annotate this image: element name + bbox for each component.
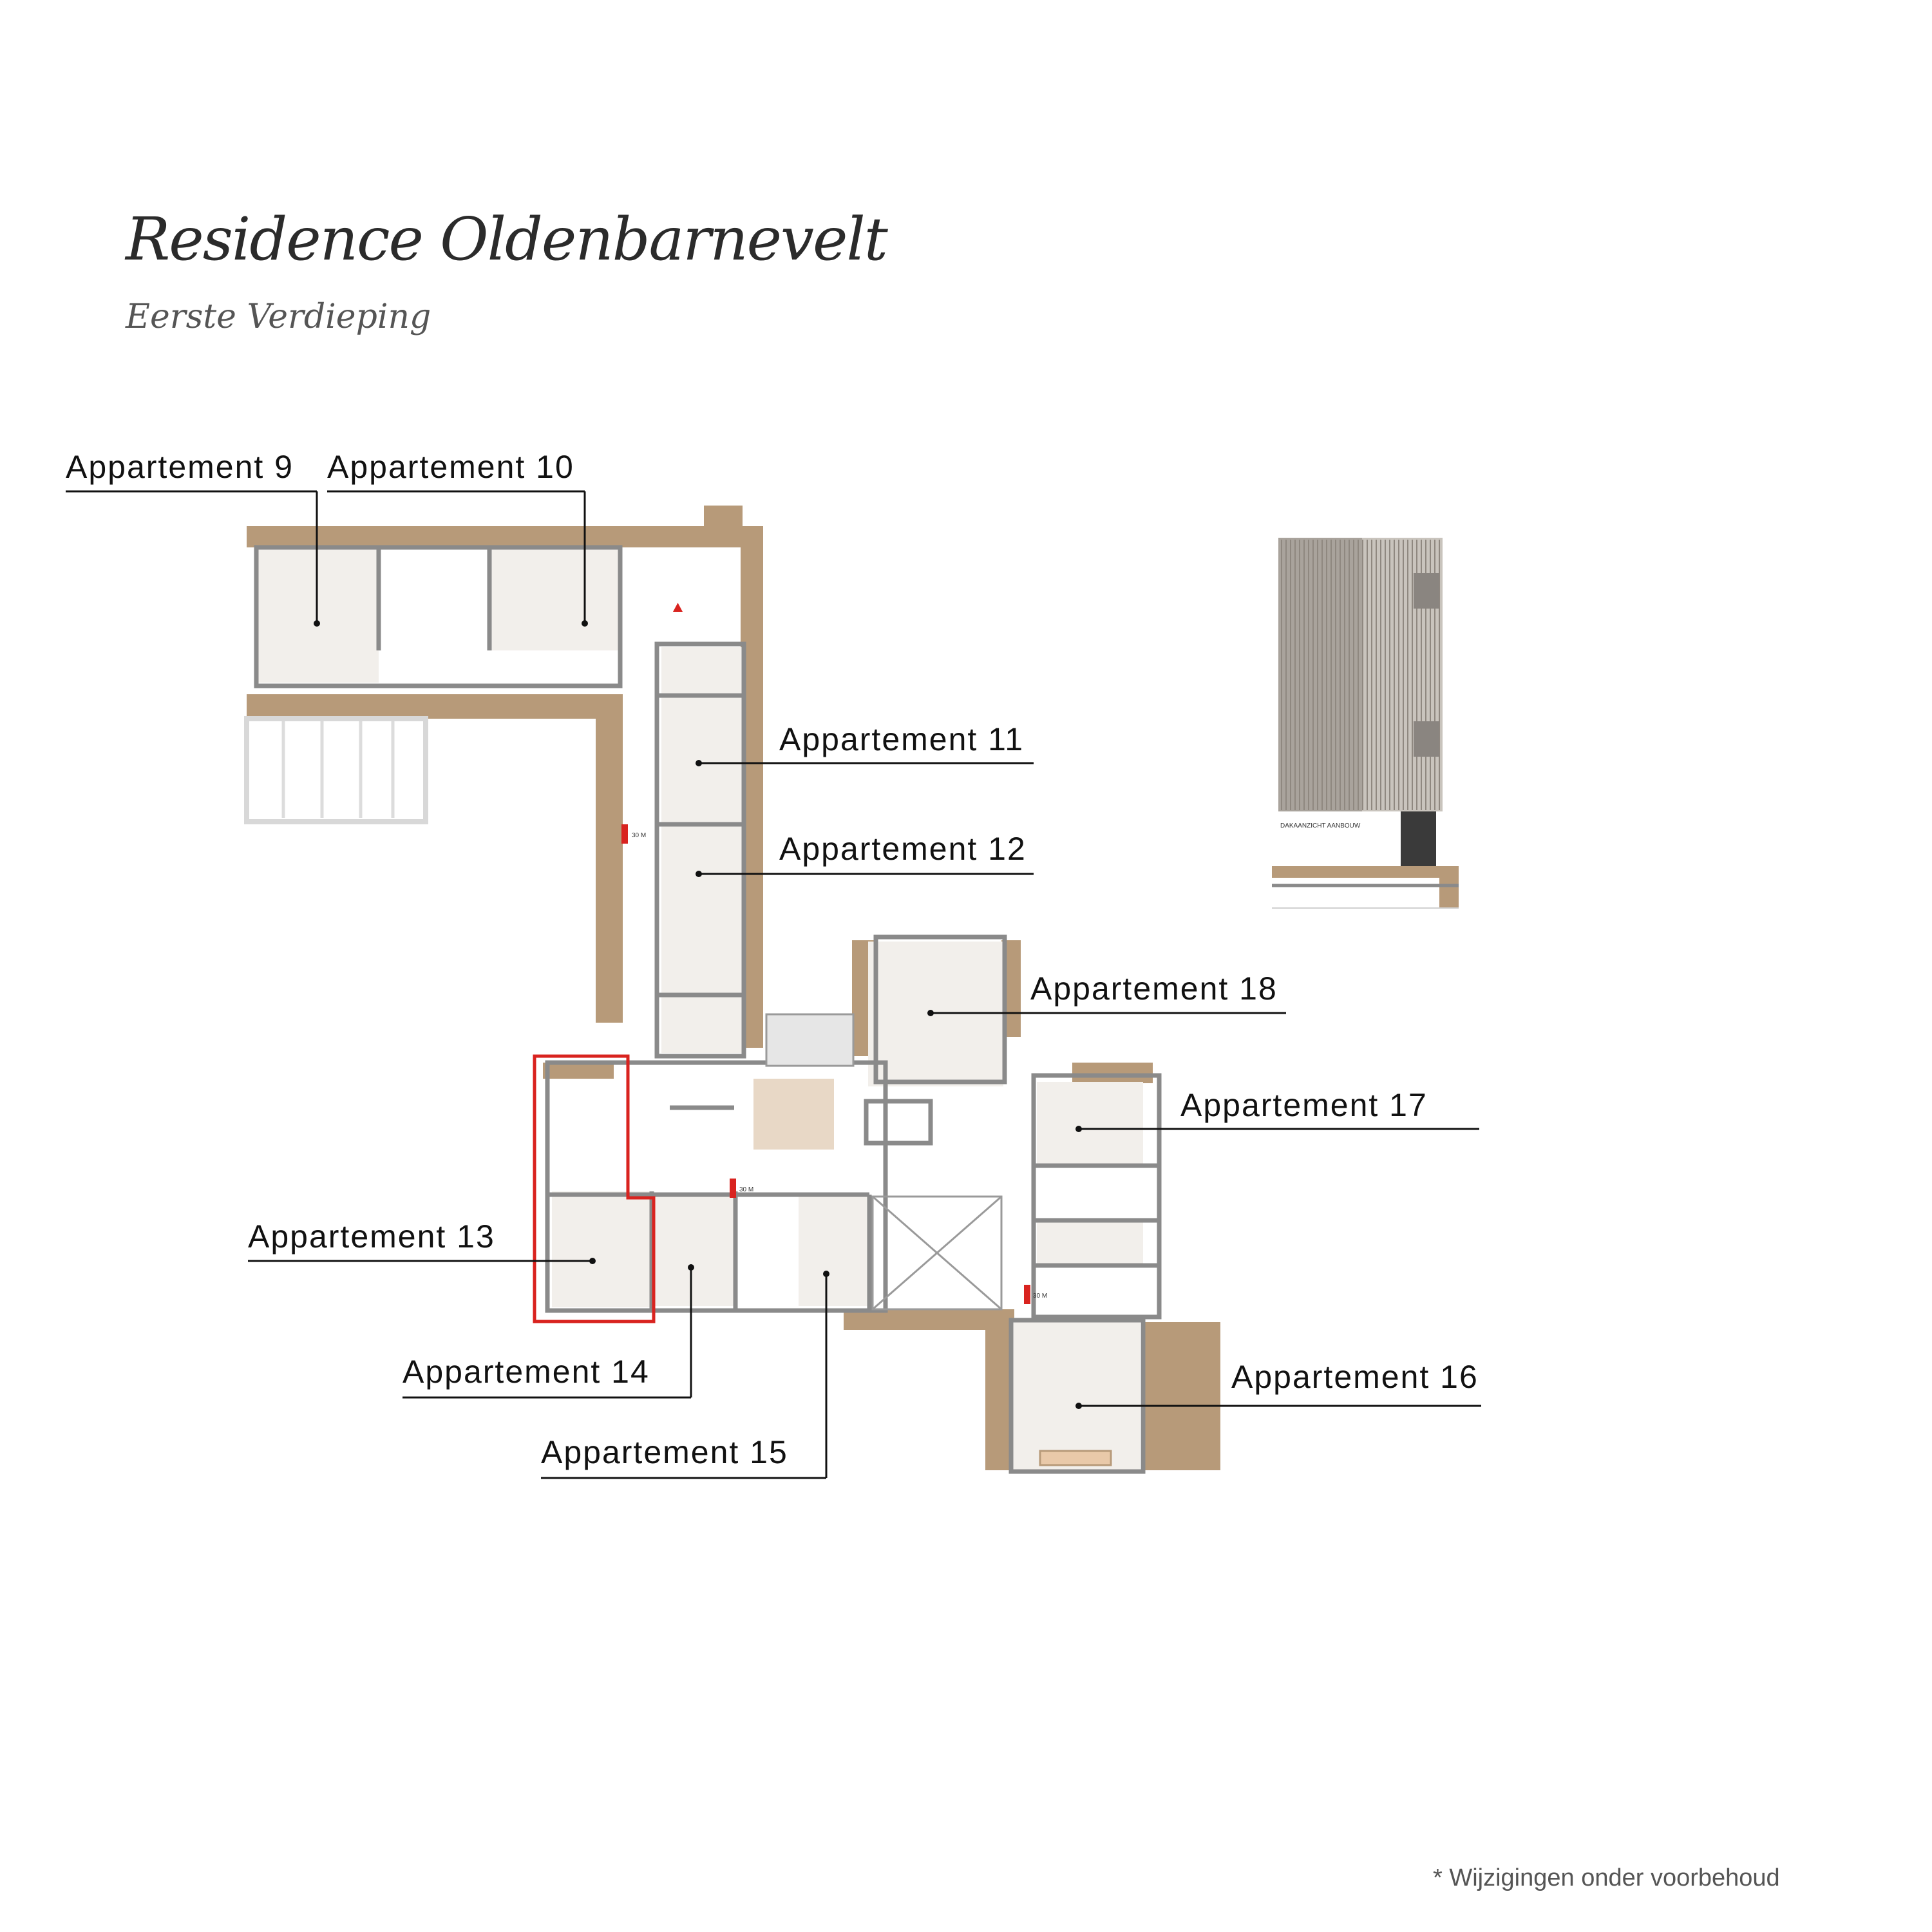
floor-subtitle: Eerste Verdieping bbox=[126, 298, 431, 336]
apartment-label-text: Appartement 13 bbox=[248, 1218, 495, 1255]
highlight-outline bbox=[533, 1054, 656, 1323]
roof-view-label: DAKAANZICHT AANBOUW bbox=[1280, 822, 1361, 829]
leader-dot bbox=[582, 620, 588, 627]
leader-dot bbox=[696, 871, 702, 877]
apartment-label-14: Appartement 14 bbox=[402, 1264, 694, 1399]
entrance-canopy bbox=[765, 1013, 855, 1067]
apartment-label-15: Appartement 15 bbox=[541, 1271, 829, 1479]
apartment-label-text: Appartement 16 bbox=[1231, 1359, 1479, 1395]
stairwell bbox=[753, 1079, 834, 1150]
exterior-walls bbox=[247, 506, 1220, 1470]
exit-sign bbox=[673, 603, 683, 612]
footnote: * Wijzigingen onder voorbehoud bbox=[1433, 1864, 1780, 1891]
apartment-label-text: Appartement 12 bbox=[779, 831, 1027, 867]
room-floors bbox=[256, 547, 1143, 1470]
leader-dot bbox=[1075, 1126, 1082, 1132]
apartment-label-12: Appartement 12 bbox=[696, 831, 1034, 877]
roof-view-inset: DAKAANZICHT AANBOUW bbox=[1272, 538, 1459, 909]
fire-hose-marker: 30 M bbox=[730, 1179, 753, 1198]
apartment-label-16: Appartement 16 bbox=[1075, 1359, 1481, 1409]
interior-walls bbox=[254, 545, 1162, 1474]
leader-dot bbox=[696, 760, 702, 766]
window-seat bbox=[1039, 1450, 1112, 1466]
building-floor-plan: 30 M 30 M 30 M bbox=[244, 506, 1220, 1474]
leader-dot bbox=[823, 1271, 829, 1277]
apartment-label-text: Appartement 9 bbox=[66, 449, 294, 485]
leader-dot bbox=[589, 1258, 596, 1264]
apartment-labels: Appartement 9 Appartement 10 Appartement 1… bbox=[66, 449, 1481, 1479]
fire-hose-marker: 30 M bbox=[1024, 1285, 1047, 1304]
apartment-label-text: Appartement 10 bbox=[327, 449, 574, 485]
apartment-label-9: Appartement 9 bbox=[66, 449, 320, 627]
leader-dot bbox=[927, 1010, 934, 1016]
apartment-label-18: Appartement 18 bbox=[927, 971, 1286, 1016]
apartment-label-text: Appartement 11 bbox=[779, 721, 1024, 757]
fire-hose-marker: 30 M bbox=[621, 824, 646, 844]
leader-dot bbox=[314, 620, 320, 627]
svg-text:30 M: 30 M bbox=[1033, 1293, 1047, 1300]
balcony bbox=[244, 716, 428, 824]
apartment-label-text: Appartement 17 bbox=[1180, 1087, 1428, 1123]
leader-dot bbox=[1075, 1403, 1082, 1409]
apartment-label-text: Appartement 14 bbox=[402, 1354, 650, 1390]
leader-dot bbox=[688, 1264, 694, 1271]
apartment-label-text: Appartement 15 bbox=[541, 1434, 788, 1470]
page-title: Residence Oldenbarnevelt bbox=[126, 205, 888, 274]
apartment-label-17: Appartement 17 bbox=[1075, 1087, 1479, 1132]
svg-text:30 M: 30 M bbox=[632, 832, 646, 839]
atrium-void bbox=[871, 1195, 1003, 1311]
apartment-label-11: Appartement 11 bbox=[696, 721, 1034, 766]
apartment-label-text: Appartement 18 bbox=[1030, 971, 1278, 1007]
apartment-label-10: Appartement 10 bbox=[327, 449, 588, 627]
apartment-label-13: Appartement 13 bbox=[248, 1218, 596, 1264]
svg-text:30 M: 30 M bbox=[739, 1186, 753, 1193]
